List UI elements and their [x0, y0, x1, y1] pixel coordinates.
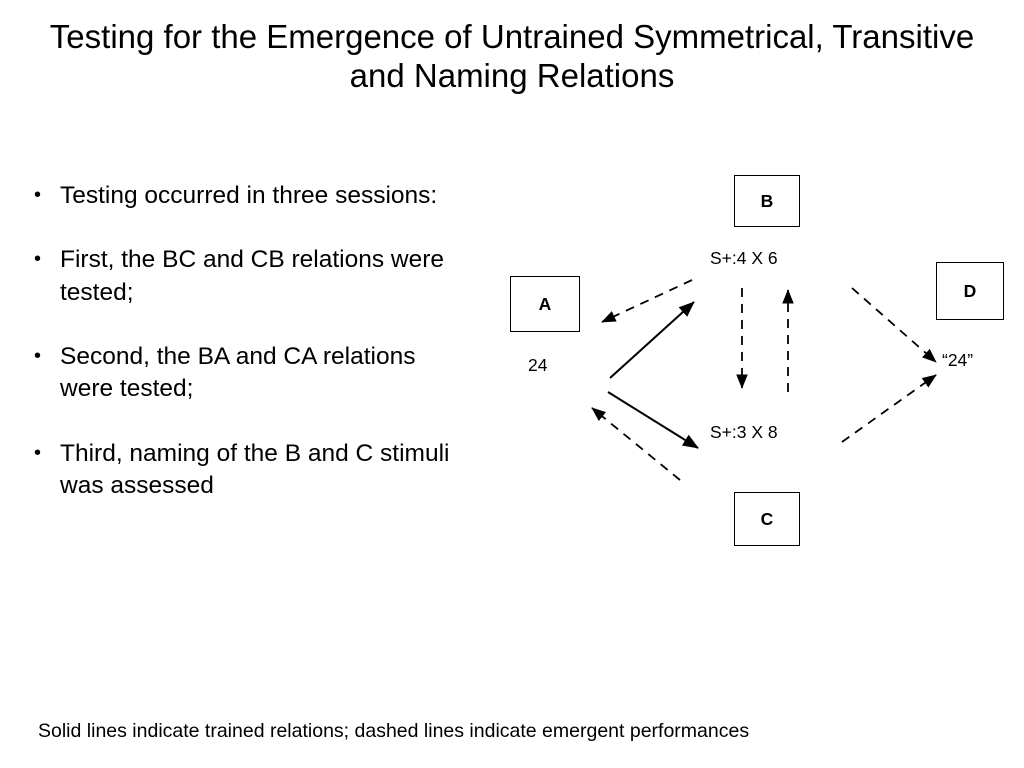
line-b-to-a-dashed	[601, 279, 693, 323]
diagram-lines	[591, 279, 937, 481]
bullet-marker-icon: •	[34, 441, 42, 464]
line-a-to-b-solid	[609, 301, 695, 379]
bullet-list: • Testing occurred in three sessions: • …	[34, 180, 464, 534]
line-a-to-c-solid	[607, 391, 699, 449]
list-item-text: First, the BC and CB relations were test…	[60, 246, 444, 306]
line-b-to-d-dashed	[851, 287, 937, 363]
bullet-marker-icon: •	[34, 184, 42, 206]
list-item: • Third, naming of the B and C stimuli w…	[34, 438, 464, 503]
list-item: • Second, the BA and CA relations were t…	[34, 341, 464, 406]
footnote-text: Solid lines indicate trained relations; …	[38, 720, 750, 742]
label-a-stimulus: 24	[528, 355, 548, 375]
label-c-stimulus: S+:3 X 8	[710, 422, 778, 442]
node-box-a: A	[510, 276, 580, 332]
label-d-stimulus: “24”	[942, 350, 974, 370]
relations-diagram: A B C D 24 S+:4 X 6 S+:3 X 8 “24”	[470, 160, 1024, 580]
label-b-stimulus: S+:4 X 6	[710, 248, 778, 268]
bullet-marker-icon: •	[34, 344, 42, 367]
page-title: Testing for the Emergence of Untrained S…	[49, 18, 975, 94]
list-item-text: Testing occurred in three sessions:	[60, 182, 438, 209]
line-c-to-d-dashed	[841, 374, 937, 443]
list-item: • Testing occurred in three sessions:	[34, 180, 464, 212]
list-item-text: Second, the BA and CA relations were tes…	[60, 342, 416, 403]
bullet-marker-icon: •	[34, 248, 42, 271]
list-item: • First, the BC and CB relations were te…	[34, 244, 464, 309]
node-box-c: C	[734, 492, 800, 546]
node-box-d: D	[936, 262, 1004, 320]
node-box-b: B	[734, 175, 800, 227]
list-item-text: Third, naming of the B and C stimuli was…	[60, 439, 450, 499]
line-c-to-a-dashed	[591, 407, 681, 481]
